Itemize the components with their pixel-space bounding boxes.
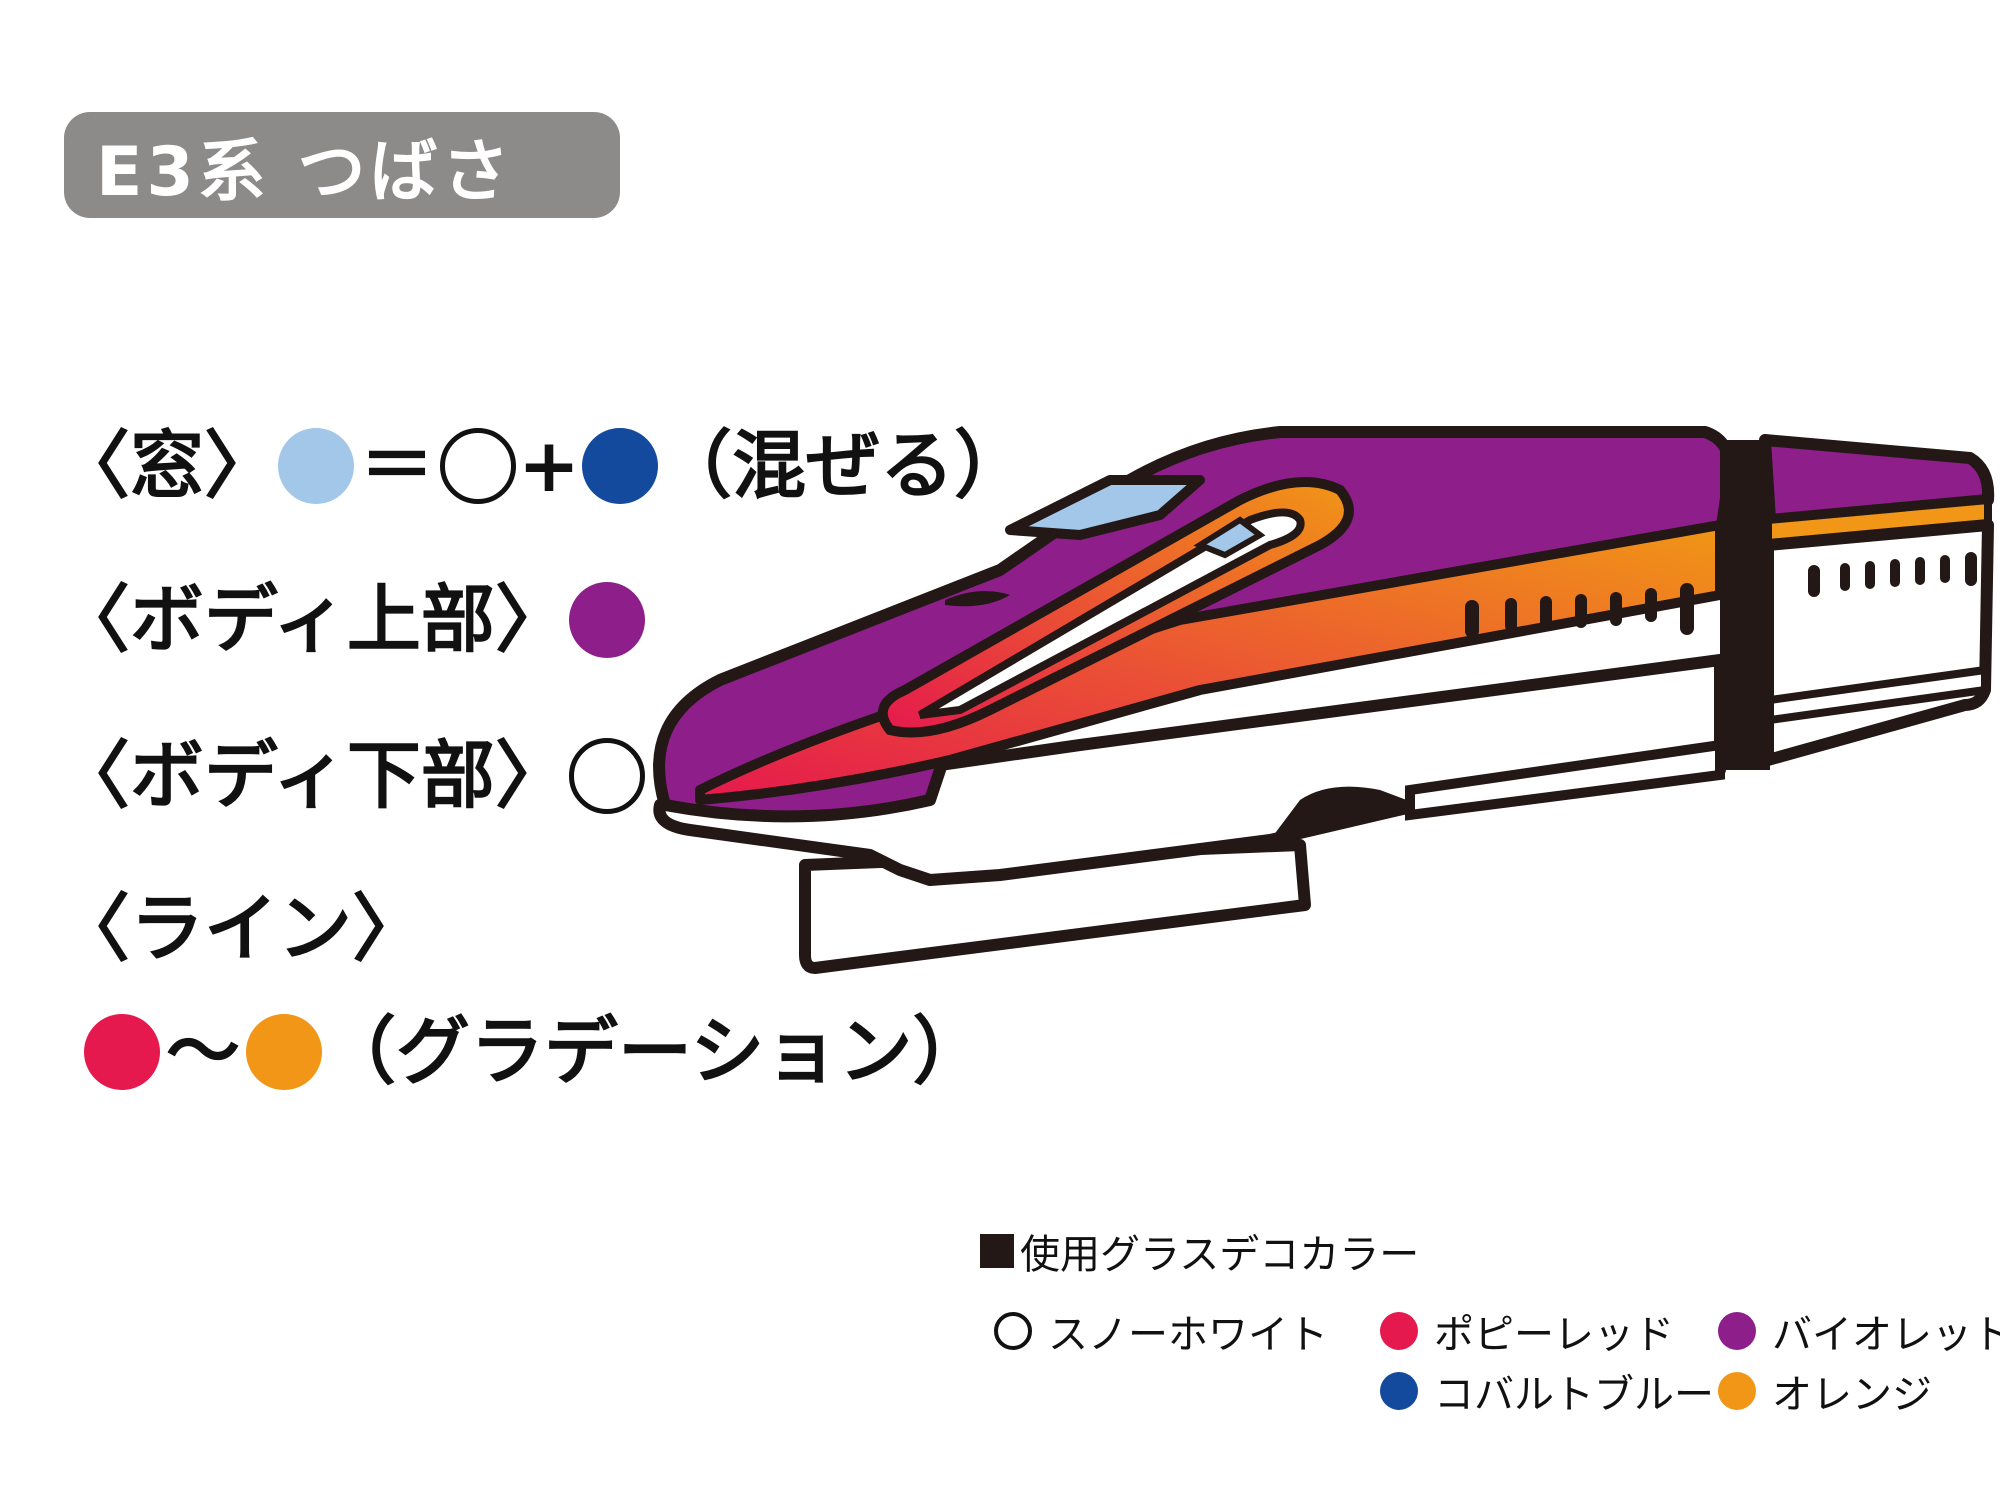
headlight-small	[915, 595, 935, 604]
line-row: 〈ライン〉	[56, 892, 426, 966]
body-upper-row: 〈ボディ上部〉	[56, 582, 645, 658]
window-label: 〈窓〉	[56, 423, 278, 509]
orange-dot	[1718, 1372, 1756, 1410]
second-car-lower-body	[1762, 519, 1994, 766]
bogie-fairing	[1270, 786, 1420, 840]
body-upper-label: 〈ボディ上部〉	[56, 577, 569, 663]
page-title: E3系 つばさ	[96, 132, 514, 212]
light-blue-dot	[278, 428, 354, 504]
legend-item-cobalt-blue: コバルトブルー	[1380, 1362, 1714, 1420]
second-car-skirt	[1766, 665, 1989, 725]
mix-note: （混ぜる）	[658, 423, 1029, 509]
legend-item-snow-white: スノーホワイト	[994, 1302, 1328, 1360]
nose-stripe-inner	[917, 508, 1305, 719]
color-legend: 使用グラスデコカラー スノーホワイト ポピーレッド バイオレット コバルトブルー…	[980, 1222, 2000, 1418]
plus-sign: +	[518, 423, 581, 509]
orange-dot	[246, 1014, 322, 1090]
violet-dot	[1718, 1312, 1756, 1350]
legend-title-text: 使用グラスデコカラー	[1020, 1232, 1420, 1278]
legend-item-label: ポピーレッド	[1434, 1312, 1674, 1358]
window-row: 〈窓〉 ＝ + （混ぜる）	[56, 428, 1028, 504]
side-line-stripe	[695, 520, 1725, 805]
legend-item-orange: オレンジ	[1718, 1362, 1932, 1420]
cobalt-blue-dot	[582, 428, 659, 504]
gradation-note: （グラデーション）	[322, 1009, 987, 1095]
white-dot	[568, 738, 645, 814]
poppy-red-dot	[1380, 1312, 1418, 1350]
body-lower-label: 〈ボディ下部〉	[56, 733, 569, 819]
second-car-windows	[1808, 552, 1977, 597]
equals-sign: ＝	[360, 423, 434, 509]
violet-dot	[568, 582, 645, 658]
legend-title: 使用グラスデコカラー	[980, 1222, 1419, 1280]
legend-item-label: スノーホワイト	[1048, 1312, 1328, 1358]
title-badge: E3系 つばさ	[64, 112, 620, 218]
legend-item-label: コバルトブルー	[1434, 1372, 1714, 1418]
front-car-windows	[1465, 583, 1694, 638]
poppy-red-dot	[84, 1014, 160, 1090]
lower-skirt-panel	[1405, 739, 1725, 821]
legend-item-label: オレンジ	[1772, 1372, 1932, 1418]
legend-item-poppy-red: ポピーレッド	[1380, 1302, 1674, 1360]
legend-item-label: バイオレット	[1772, 1312, 2000, 1358]
tilde-sign: 〜	[166, 1009, 240, 1095]
square-icon	[980, 1234, 1014, 1268]
legend-item-violet: バイオレット	[1718, 1302, 2000, 1360]
line-label: 〈ライン〉	[56, 886, 426, 972]
headlight	[945, 591, 1010, 607]
cobalt-blue-dot	[1380, 1372, 1418, 1410]
windshield	[1005, 475, 1205, 540]
line-colors-row: 〜 （グラデーション）	[84, 1014, 987, 1090]
white-dot	[994, 1312, 1032, 1350]
car-gangway	[1720, 440, 1770, 770]
body-lower-row: 〈ボディ下部〉	[56, 738, 645, 814]
white-dot	[440, 428, 516, 504]
nose-window-small	[1193, 516, 1266, 559]
